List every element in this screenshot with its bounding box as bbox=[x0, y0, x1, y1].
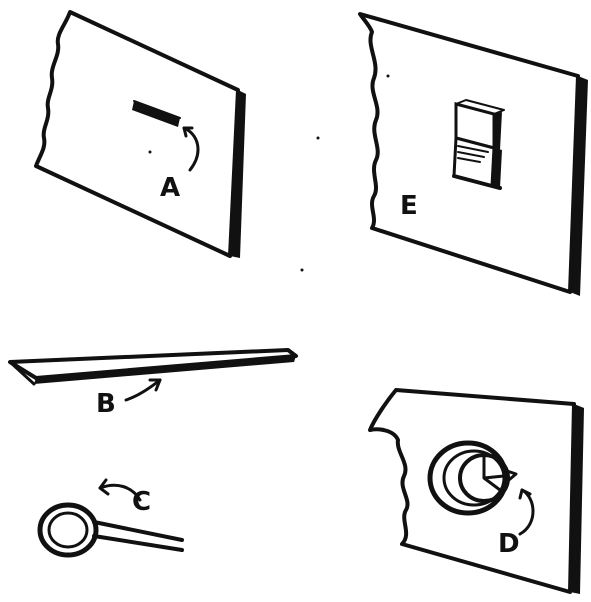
plate-a: A bbox=[36, 12, 246, 258]
plate-d: D bbox=[370, 390, 584, 594]
strip-b: B bbox=[10, 350, 296, 419]
wire-loop-c: C bbox=[40, 480, 182, 555]
bent-tab-e bbox=[454, 100, 504, 188]
plate-a-outline bbox=[36, 12, 238, 256]
label-e: E bbox=[400, 191, 418, 221]
slot-a bbox=[132, 101, 180, 127]
collar-d bbox=[430, 443, 516, 513]
arrow-d bbox=[520, 490, 533, 534]
label-b: B bbox=[96, 389, 116, 419]
label-a: A bbox=[160, 173, 180, 203]
plate-d-outline bbox=[370, 390, 574, 592]
wire-shank bbox=[94, 522, 182, 550]
label-c: C bbox=[132, 487, 151, 517]
label-d: D bbox=[498, 529, 520, 559]
loop-inner bbox=[49, 513, 87, 547]
plate-e: E bbox=[360, 14, 588, 296]
